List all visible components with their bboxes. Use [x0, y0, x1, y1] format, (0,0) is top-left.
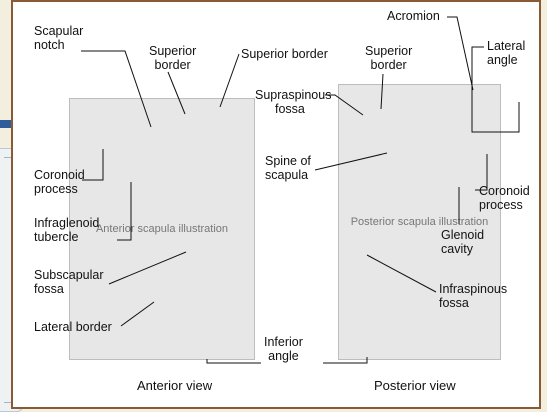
label-acromion: Acromion: [387, 9, 440, 23]
leader-inferior-angle-right: [323, 357, 367, 363]
label-coronoid-process-left: Coronoid process: [34, 168, 85, 196]
leader-scapular-notch: [81, 51, 151, 127]
label-lateral-border: Lateral border: [34, 320, 112, 334]
label-infraspinous-fossa: Infraspinous fossa: [439, 282, 507, 310]
label-lateral-angle: Lateral angle: [487, 39, 525, 67]
leader-superior-border-center: [220, 54, 239, 107]
caption-anterior-view: Anterior view: [137, 379, 212, 393]
label-scapular-notch: Scapular notch: [34, 24, 83, 52]
leader-inferior-angle: [207, 359, 261, 363]
label-superior-border-left: Superior border: [149, 44, 196, 72]
label-superior-border-right: Superior border: [365, 44, 412, 72]
leader-superior-border-left: [168, 72, 185, 114]
leader-subscapular-fossa: [109, 252, 186, 284]
label-subscapular-fossa: Subscapular fossa: [34, 268, 104, 296]
label-supraspinous-fossa: Supraspinous fossa: [255, 88, 331, 116]
leader-coronoid-process-left: [82, 149, 103, 180]
caption-posterior-view: Posterior view: [374, 379, 456, 393]
label-superior-border-center: Superior border: [241, 47, 328, 61]
leader-spine-of-scapula: [315, 153, 387, 170]
leader-acromion: [447, 17, 473, 90]
leader-infraglenoid-tubercle: [117, 182, 131, 240]
label-glenoid-cavity: Glenoid cavity: [441, 228, 484, 256]
scapula-figure: Anterior scapula illustration Posterior …: [11, 0, 541, 409]
label-coronoid-process-right: Coronoid process: [479, 184, 530, 212]
label-infraglenoid-tubercle: Infraglenoid tubercle: [34, 216, 99, 244]
leader-infraspinous-fossa: [367, 255, 436, 292]
leader-superior-border-right: [381, 74, 383, 109]
label-spine-of-scapula: Spine of scapula: [265, 154, 311, 182]
label-inferior-angle: Inferior angle: [264, 335, 303, 363]
leader-lateral-border: [121, 302, 154, 326]
